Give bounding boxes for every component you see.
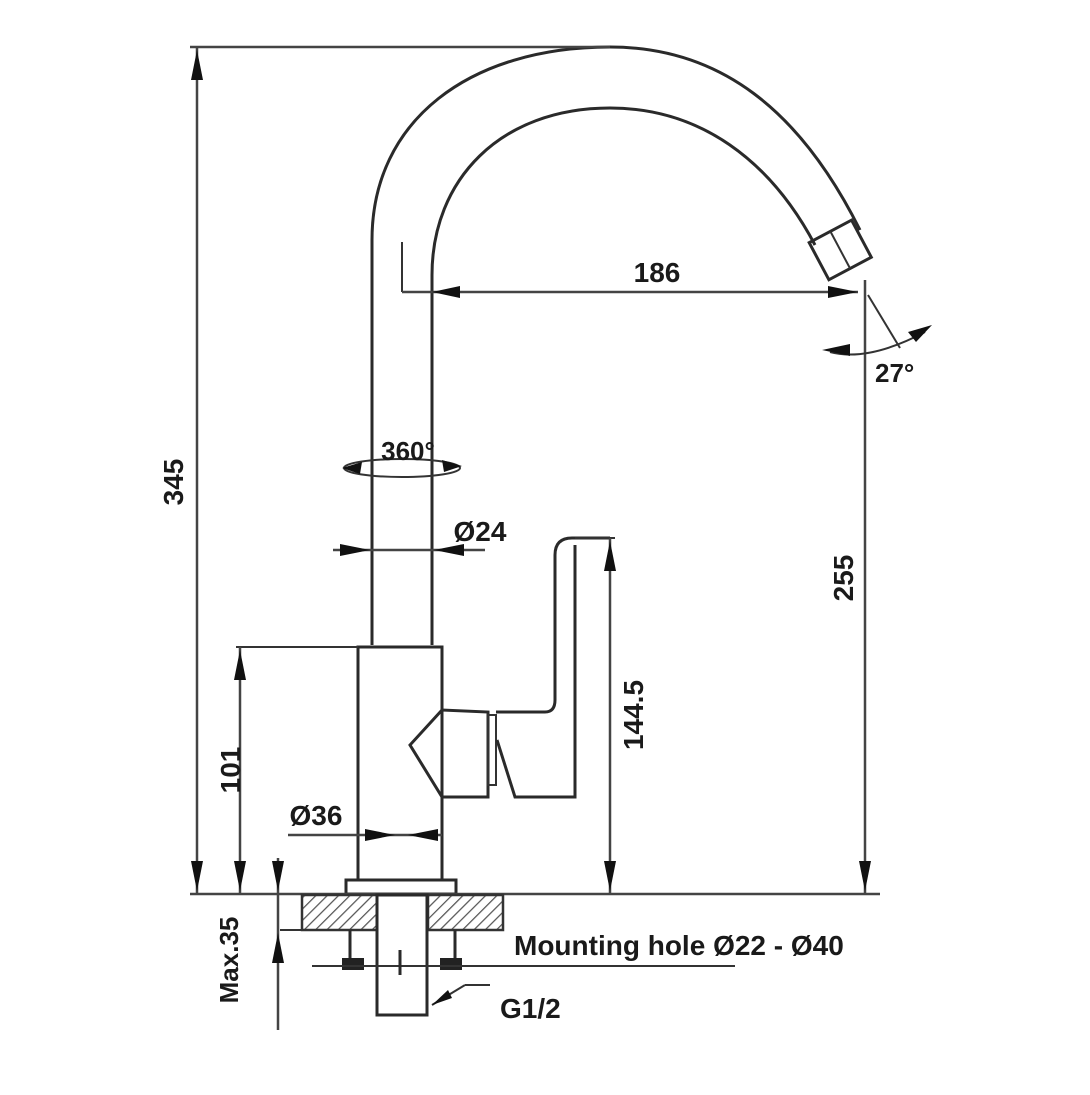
label-thread-size: G1/2: [500, 993, 561, 1024]
label-outlet-height: 255: [828, 555, 859, 602]
label-spout-angle: 27°: [875, 358, 914, 388]
dimension-spout-angle: 27°: [822, 280, 932, 894]
dimension-spout-diameter: Ø24: [333, 516, 507, 556]
faucet-body: [356, 536, 610, 882]
dimension-spout-reach: 186: [401, 242, 858, 298]
label-total-height: 345: [158, 459, 189, 506]
aerator: [807, 218, 874, 282]
mounting-assembly: [190, 878, 880, 1017]
dimension-total-height: 345: [158, 45, 610, 894]
label-handle-height: 144.5: [618, 680, 649, 750]
label-spout-reach: 186: [634, 257, 681, 288]
label-body-diameter: Ø36: [290, 800, 343, 831]
label-mounting-hole: Mounting hole Ø22 - Ø40: [514, 930, 844, 961]
dimension-rotation: 360°: [342, 436, 462, 478]
dimension-max-counter-thickness: Max.35: [214, 858, 284, 1030]
dimension-body-diameter: Ø36: [288, 800, 442, 841]
label-rotation: 360°: [381, 436, 435, 466]
label-body-height: 101: [215, 747, 246, 794]
label-max-counter-thickness: Max.35: [214, 917, 244, 1004]
dimension-outlet-height: 255: [828, 555, 871, 891]
label-spout-diameter: Ø24: [454, 516, 507, 547]
dimension-body-height: 101: [215, 646, 358, 894]
dimension-handle-height: 144.5: [575, 537, 649, 894]
spout: [370, 45, 874, 645]
